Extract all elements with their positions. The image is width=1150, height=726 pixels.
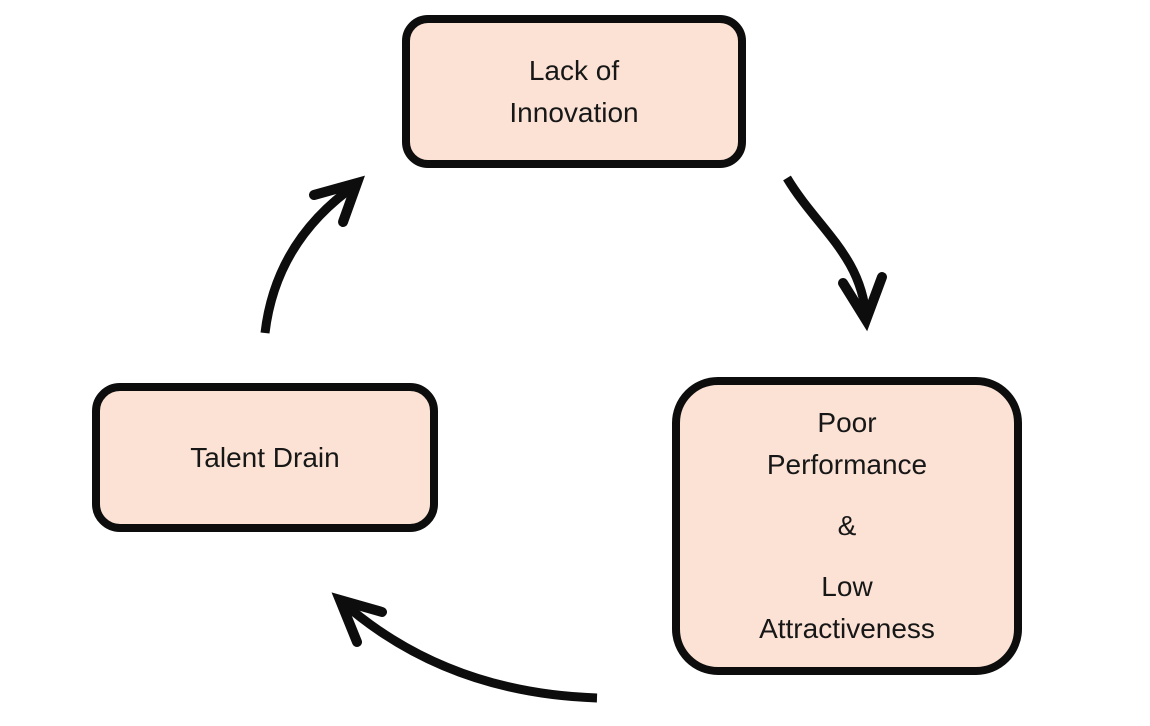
arrow-curve bbox=[783, 175, 871, 319]
arrow-curve bbox=[260, 180, 360, 334]
node-lack-of-innovation: Lack of Innovation bbox=[402, 15, 746, 168]
arrowhead-icon bbox=[331, 592, 387, 647]
node-label-ampersand: & bbox=[837, 510, 857, 541]
node-label: Lack of Innovation bbox=[509, 54, 639, 128]
arrowhead-icon bbox=[838, 272, 887, 332]
node-talent-drain: Talent Drain bbox=[92, 383, 438, 532]
node-label-line: Low Attractiveness bbox=[759, 571, 935, 644]
arrow-innovation-to-performance bbox=[783, 175, 887, 332]
arrowhead-icon bbox=[309, 175, 365, 227]
node-label: Talent Drain bbox=[190, 441, 340, 473]
arrow-talent-drain-to-innovation bbox=[260, 175, 365, 334]
arrow-curve bbox=[338, 597, 598, 703]
node-poor-performance-low-attractiveness: Poor Performance & Low Attractiveness bbox=[672, 377, 1022, 675]
arrow-performance-to-talent-drain bbox=[331, 592, 598, 703]
node-label-line: Poor Performance bbox=[766, 407, 928, 480]
